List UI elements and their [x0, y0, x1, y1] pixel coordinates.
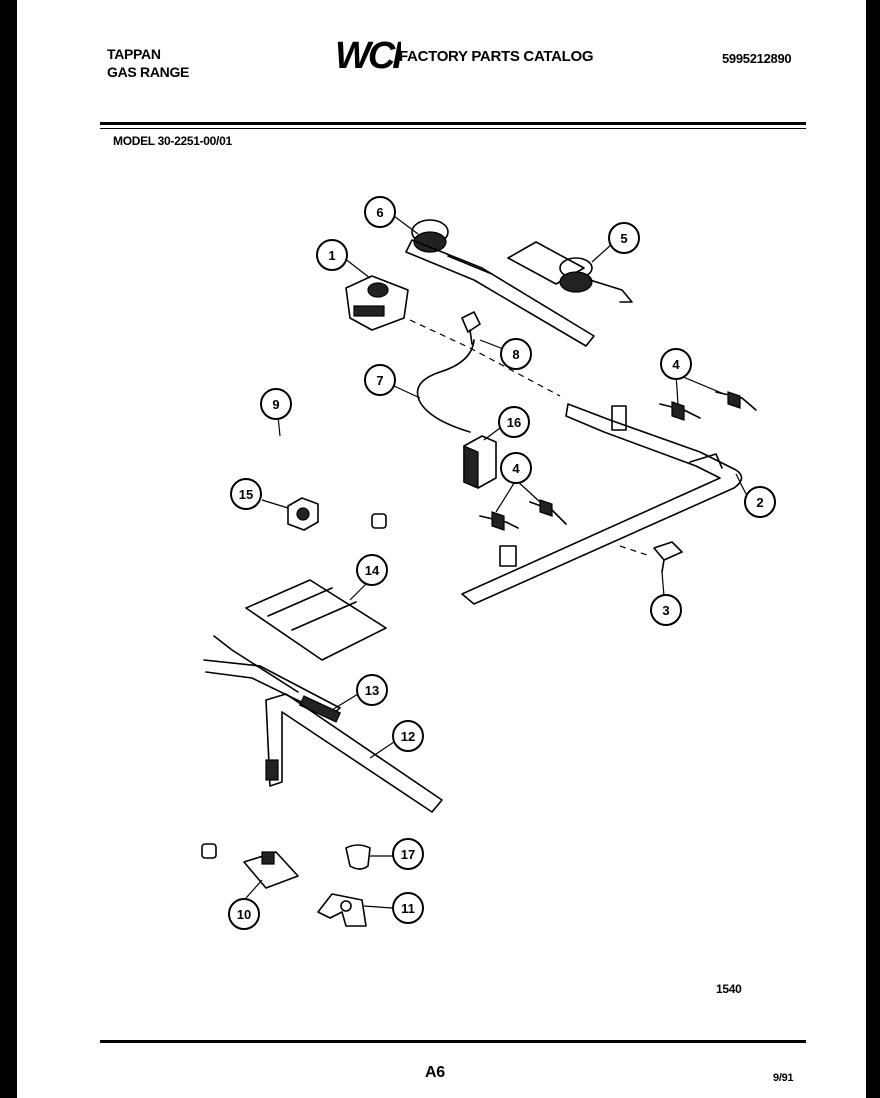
scan-mark [0, 210, 22, 213]
part-nut [287, 497, 319, 531]
diagram-code: 1540 [716, 982, 742, 996]
svg-text:6: 6 [376, 205, 383, 220]
callout-11: 11 [392, 892, 424, 924]
model-number: MODEL 30-2251-00/01 [113, 134, 232, 148]
callout-14: 14 [356, 554, 388, 586]
print-date: 9/91 [773, 1072, 794, 1084]
callout-4-lower: 4 [500, 452, 532, 484]
catalog-number: 5995212890 [722, 51, 792, 66]
header-rule-thick [100, 122, 806, 125]
callout-7: 7 [364, 364, 396, 396]
svg-text:5: 5 [620, 231, 627, 246]
svg-text:3: 3 [662, 603, 669, 618]
callout-4-upper: 4 [660, 348, 692, 380]
part-wire [416, 339, 475, 433]
svg-text:12: 12 [401, 729, 415, 744]
svg-text:8: 8 [512, 347, 519, 362]
svg-text:10: 10 [237, 907, 251, 922]
callout-2: 2 [744, 486, 776, 518]
leader-lines [245, 215, 747, 909]
part-baffle [245, 579, 387, 661]
catalog-page: TAPPAN GAS RANGE WCI FACTORY PARTS CATAL… [17, 0, 866, 1098]
callout-5: 5 [608, 222, 640, 254]
part-bracket-3 [653, 541, 683, 573]
scan-left-edge [0, 0, 22, 1098]
part-igniter-module [463, 435, 497, 489]
part-electrode-lower [479, 499, 567, 531]
part-clip-17 [345, 844, 371, 870]
svg-text:7: 7 [376, 373, 383, 388]
callout-17: 17 [392, 838, 424, 870]
callout-3: 3 [650, 594, 682, 626]
scan-mark [0, 420, 22, 423]
part-oven-burner [203, 635, 342, 723]
callout-15: 15 [230, 478, 262, 510]
svg-text:15: 15 [239, 487, 253, 502]
part-valve [345, 275, 409, 331]
svg-text:17: 17 [401, 847, 415, 862]
svg-text:9: 9 [272, 397, 279, 412]
svg-text:14: 14 [365, 563, 380, 578]
logo-wordmark: WCI [335, 35, 401, 74]
catalog-title: FACTORY PARTS CATALOG [399, 48, 594, 65]
assembly-axis-line [619, 545, 651, 557]
callout-1: 1 [316, 239, 348, 271]
footer-rule [100, 1040, 806, 1043]
part-burner-left [405, 219, 595, 347]
part-strap [317, 893, 367, 927]
part-broil-burner [265, 693, 443, 813]
part-electrode-upper [659, 391, 757, 421]
svg-text:11: 11 [401, 901, 415, 916]
page-number: A6 [425, 1064, 445, 1081]
svg-text:1: 1 [328, 248, 335, 263]
wci-logo: WCI [335, 35, 401, 74]
part-supply-tube [158, 398, 387, 859]
scan-mark [0, 690, 22, 693]
callout-12: 12 [392, 720, 424, 752]
callout-13: 13 [356, 674, 388, 706]
svg-text:13: 13 [365, 683, 379, 698]
part-burner-right [507, 241, 633, 303]
callout-9: 9 [260, 388, 292, 420]
callout-10: 10 [228, 898, 260, 930]
scan-mark [0, 905, 22, 908]
callout-6: 6 [364, 196, 396, 228]
part-manifold [461, 403, 743, 605]
svg-text:4: 4 [512, 461, 520, 476]
product-type: GAS RANGE [107, 64, 190, 80]
svg-text:2: 2 [756, 495, 763, 510]
header-rule-thin [100, 128, 806, 129]
assembly-axis-line [409, 319, 561, 397]
exploded-parts-diagram: 1 2 3 4 4 5 6 7 8 9 10 11 12 13 14 15 16… [158, 196, 776, 930]
callout-8: 8 [500, 338, 532, 370]
part-clip-8 [461, 311, 481, 345]
callout-16: 16 [498, 406, 530, 438]
svg-text:4: 4 [672, 357, 680, 372]
svg-text:16: 16 [507, 415, 521, 430]
brand-name: TAPPAN [107, 46, 161, 62]
scan-right-edge [866, 0, 880, 1098]
part-igniter [243, 851, 299, 889]
